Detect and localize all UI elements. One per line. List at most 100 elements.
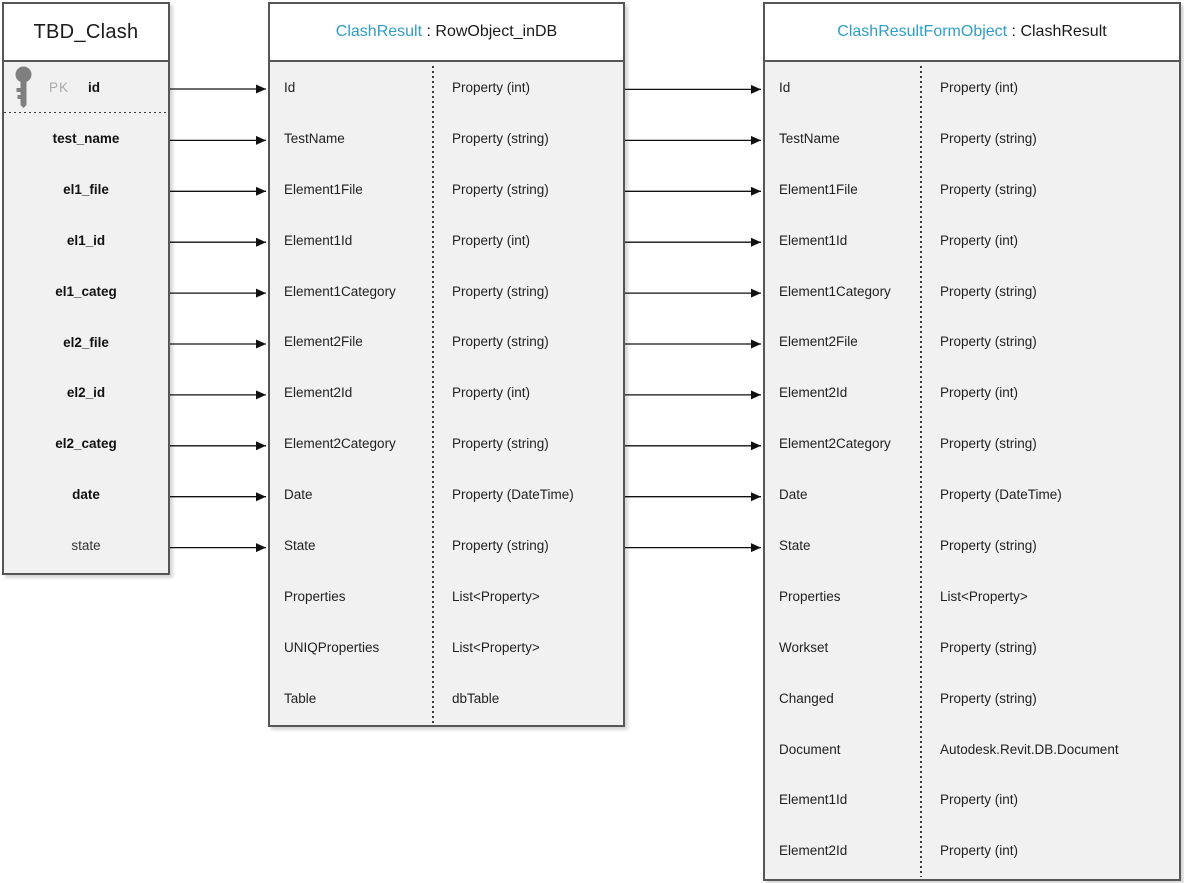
property-type: Property (string) — [452, 436, 549, 452]
property-name: Element2Category — [779, 436, 891, 452]
table-row: test_name — [4, 113, 168, 164]
property-row: Element2File Property (string) — [765, 316, 1179, 367]
property-name: Element2File — [284, 334, 363, 350]
property-name: Element1Category — [284, 283, 396, 299]
property-row: Element2Id Property (int) — [765, 367, 1179, 418]
property-row: Element2Category Property (string) — [270, 418, 623, 469]
property-name: Element2Id — [284, 385, 353, 401]
property-type: Property (DateTime) — [452, 487, 574, 503]
table-title: TBD_Clash — [33, 20, 139, 43]
property-type: Property (int) — [452, 232, 531, 248]
property-type: List<Property> — [452, 588, 540, 604]
entity-table-tbd-clash: TBD_Clash PK id test_name el1_file el1_i… — [2, 2, 170, 575]
class-title-base: : ClashResult — [1007, 23, 1107, 40]
property-type: Property (int) — [940, 843, 1019, 859]
table-row: el2_file — [4, 317, 168, 368]
property-type: Property (string) — [940, 690, 1037, 706]
property-name: Id — [779, 79, 791, 95]
property-row: TestName Property (string) — [270, 113, 623, 164]
property-name: Table — [284, 690, 317, 706]
property-row: Element2Id Property (int) — [270, 367, 623, 418]
property-row: Id Property (int) — [270, 62, 623, 113]
column-name: el2_categ — [55, 436, 117, 452]
class-header: ClashResultFormObject : ClashResult — [765, 4, 1179, 62]
property-name: Element1Id — [779, 792, 848, 808]
property-name: Element1Id — [779, 232, 848, 248]
table-row: el1_file — [4, 164, 168, 215]
column-name: el1_file — [63, 181, 109, 197]
property-type: Property (int) — [940, 385, 1019, 401]
property-type: Property (string) — [940, 334, 1037, 350]
property-name: Element1Id — [284, 232, 353, 248]
property-type: Property (string) — [940, 436, 1037, 452]
class-title-name: ClashResultFormObject — [837, 23, 1008, 40]
property-name: Element1Category — [779, 283, 891, 299]
table-header: TBD_Clash — [4, 4, 168, 62]
property-name: Properties — [284, 588, 346, 604]
property-type: List<Property> — [452, 639, 540, 655]
column-name: el2_file — [63, 334, 109, 350]
property-row: Element2Id Property (int) — [765, 825, 1179, 876]
property-row: Element1Category Property (string) — [270, 266, 623, 317]
table-row: el1_categ — [4, 266, 168, 317]
property-row: Element1Id Property (int) — [270, 215, 623, 266]
property-type: List<Property> — [940, 588, 1028, 604]
class-title-name: ClashResult — [335, 23, 423, 40]
property-name: Id — [284, 79, 296, 95]
property-type: Property (DateTime) — [940, 487, 1062, 503]
property-row: Document Autodesk.Revit.DB.Document — [765, 724, 1179, 775]
property-name: Date — [284, 487, 313, 503]
pk-separator — [4, 112, 168, 113]
property-type: Property (string) — [452, 334, 549, 350]
property-type: Property (int) — [452, 79, 531, 95]
column-name: el2_id — [66, 385, 106, 401]
property-name: UNIQProperties — [284, 639, 380, 655]
property-type: Property (string) — [452, 130, 549, 146]
property-name: Element1File — [779, 181, 858, 197]
property-name: Element2File — [779, 334, 858, 350]
table-row: el2_categ — [4, 418, 168, 469]
key-icon — [15, 66, 32, 108]
property-type: Property (string) — [940, 181, 1037, 197]
property-type: Property (string) — [940, 537, 1037, 553]
property-row: Id Property (int) — [765, 62, 1179, 113]
property-row: Date Property (DateTime) — [270, 469, 623, 520]
table-row: date — [4, 469, 168, 520]
property-name: Element2Id — [779, 843, 848, 859]
property-name: Date — [779, 487, 808, 503]
property-name: Document — [779, 741, 841, 757]
property-type: Property (int) — [940, 79, 1019, 95]
property-name: TestName — [779, 130, 840, 146]
property-row: UNIQProperties List<Property> — [270, 622, 623, 673]
property-row: Date Property (DateTime) — [765, 469, 1179, 520]
class-header: ClashResult : RowObject_inDB — [270, 4, 623, 62]
property-name: TestName — [284, 130, 345, 146]
property-name: State — [779, 537, 811, 553]
property-type: Property (string) — [452, 283, 549, 299]
class-title-base: : RowObject_inDB — [422, 23, 558, 40]
property-row: Element2File Property (string) — [270, 316, 623, 367]
property-name: Element2Id — [779, 385, 848, 401]
property-row: Properties List<Property> — [270, 571, 623, 622]
table-row: state — [4, 520, 168, 571]
property-type: Property (int) — [940, 232, 1019, 248]
property-row: Element2Category Property (string) — [765, 418, 1179, 469]
property-type: Property (string) — [452, 181, 549, 197]
column-name: el1_id — [66, 232, 106, 248]
column-name: state — [71, 538, 101, 554]
property-type: Property (int) — [452, 385, 531, 401]
table-row: el1_id — [4, 215, 168, 266]
pk-field: id — [88, 79, 101, 95]
property-type: Autodesk.Revit.DB.Document — [940, 741, 1119, 757]
property-name: Element2Category — [284, 436, 396, 452]
